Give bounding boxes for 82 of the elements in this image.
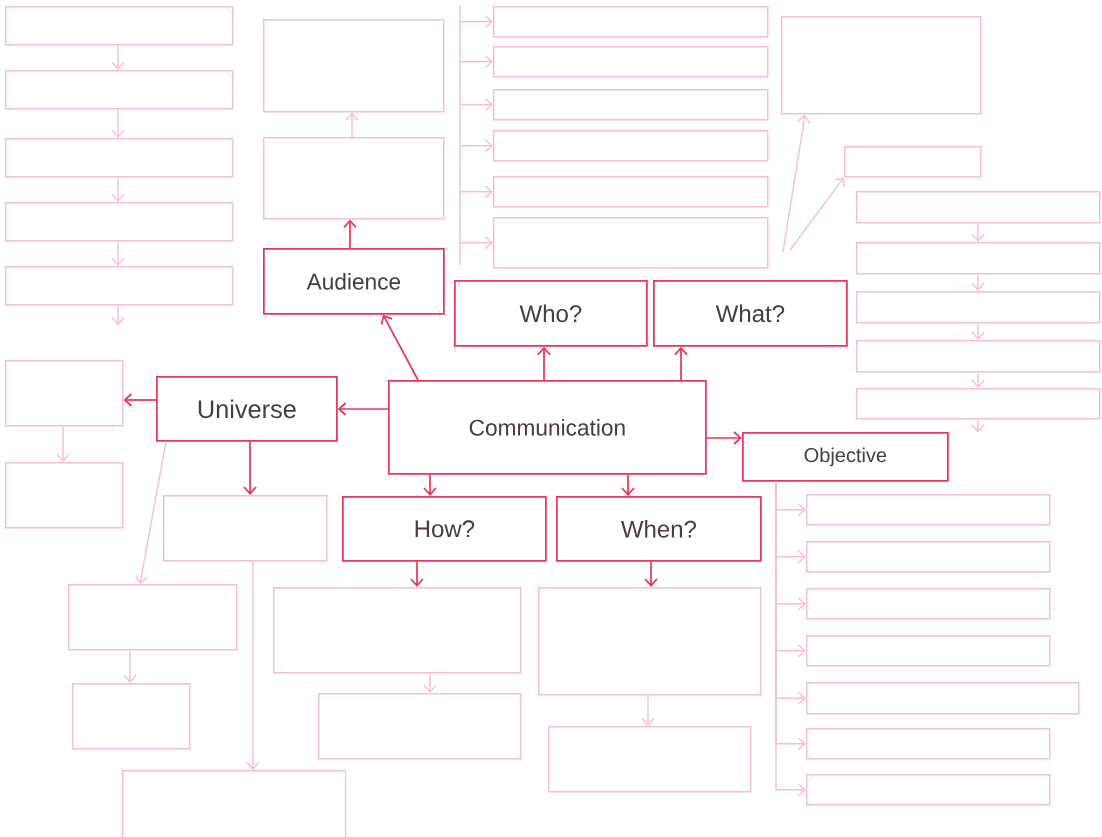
empty-box [5,202,234,242]
arrow [641,694,655,726]
connector-line [459,4,461,266]
arrow [674,346,688,381]
arrow [459,55,493,69]
arrow [410,560,424,587]
empty-box [493,89,769,121]
empty-box [806,682,1080,715]
empty-box [5,266,234,306]
arrow [111,44,125,70]
arrow [111,304,125,326]
arrow [705,431,742,445]
empty-box [806,588,1051,620]
arrow [123,649,137,683]
empty-box [538,587,762,696]
arrow [380,314,419,381]
arrow [459,98,493,112]
empty-box [273,587,522,674]
label-box: Objective [742,432,949,482]
label-box: How? [342,496,547,562]
arrow [789,177,845,251]
label-box: Communication [388,380,707,475]
empty-box [5,70,234,110]
arrow [343,219,357,249]
empty-box [856,191,1101,224]
empty-box [263,19,445,113]
arrow [123,393,157,407]
empty-box [5,360,124,427]
arrow [459,236,493,250]
empty-box [493,130,769,162]
arrow [56,425,70,462]
arrow [459,139,493,153]
empty-box [163,495,328,562]
arrow [782,114,811,253]
label-box: Who? [454,280,648,347]
arrow [337,402,389,416]
arrow [111,176,125,202]
arrow [971,322,985,340]
arrow [537,346,551,381]
arrow [459,185,493,199]
empty-box [856,340,1101,373]
empty-box [493,6,769,38]
empty-box [68,584,238,651]
arrow [111,240,125,266]
empty-box [493,217,769,269]
empty-box [806,774,1051,806]
arrow [621,473,635,496]
empty-box [844,146,982,178]
empty-box [493,46,769,78]
empty-box [72,683,191,750]
empty-box [493,176,769,208]
empty-box [5,6,234,46]
label-box: Audience [263,248,445,315]
arrow [423,672,437,693]
empty-box [856,242,1101,275]
empty-box [548,726,752,793]
arrow [423,473,437,496]
empty-box [318,693,522,760]
arrow [246,560,260,770]
arrow [111,108,125,138]
label-box: What? [653,280,848,347]
empty-box [806,635,1051,667]
arrow [971,371,985,388]
arrow [134,441,167,584]
empty-box [5,462,124,529]
arrow [644,560,658,587]
arrow [459,15,493,29]
arrow [243,440,257,495]
empty-box [781,16,982,115]
arrow [345,112,359,138]
arrow [971,222,985,242]
empty-box [856,291,1101,324]
empty-box [5,138,234,178]
empty-box [806,728,1051,760]
empty-box [806,494,1051,526]
empty-box [122,770,347,837]
empty-box [263,137,445,220]
arrow [971,273,985,291]
label-box: Universe [156,376,338,442]
label-box: When? [556,496,762,562]
empty-box [806,541,1051,573]
empty-box [856,388,1101,420]
